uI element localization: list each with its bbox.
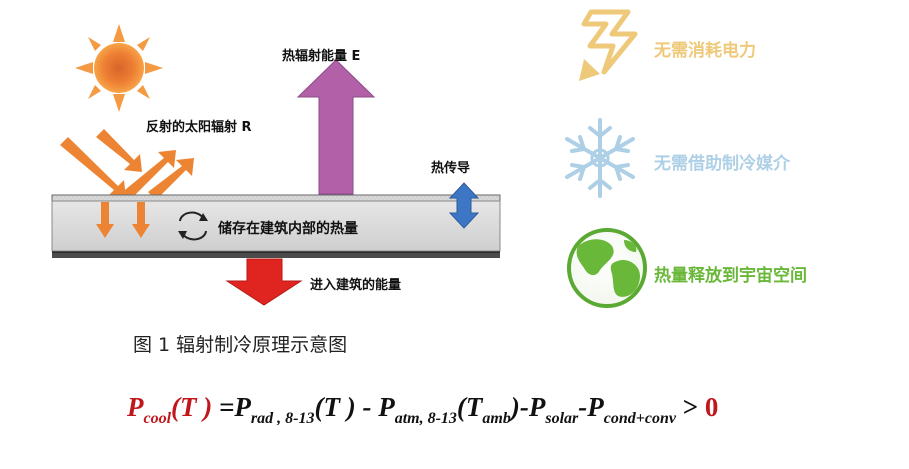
earth-icon <box>567 228 647 308</box>
snowflake-icon <box>565 118 635 198</box>
building-slab <box>51 194 501 258</box>
entering-energy-arrow <box>225 258 303 306</box>
figure-caption: 图 1 辐射制冷原理示意图 <box>133 334 348 356</box>
thermal-radiation-arrow <box>296 59 376 195</box>
feature-no-refrigerant: 无需借助制冷媒介 <box>654 154 790 174</box>
circulation-icon <box>178 211 208 241</box>
thermal-radiation-label: 热辐射能量 E <box>282 49 361 64</box>
feature-no-electricity: 无需消耗电力 <box>654 41 756 61</box>
stored-heat-label: 储存在建筑内部的热量 <box>218 221 358 237</box>
entering-energy-label: 进入建筑的能量 <box>310 278 402 293</box>
absorbed-solar-arrows <box>96 202 150 238</box>
formula-p-cool: Pcool(T ) <box>127 392 213 427</box>
heat-conduction-label: 热传导 <box>431 161 471 176</box>
incoming-solar-arrows <box>60 129 142 198</box>
reflected-solar-arrows <box>120 150 194 202</box>
cooling-power-formula: Pcool(T ) =Prad , 8-13(T ) - Patm, 8-13(… <box>127 392 719 427</box>
feature-heat-to-space: 热量释放到宇宙空间 <box>654 266 807 286</box>
sun-icon <box>75 24 163 112</box>
heat-conduction-arrow <box>448 182 480 229</box>
lightning-icon <box>579 9 638 81</box>
reflected-solar-label: 反射的太阳辐射 R <box>146 120 252 135</box>
formula-zero: 0 <box>704 392 719 422</box>
